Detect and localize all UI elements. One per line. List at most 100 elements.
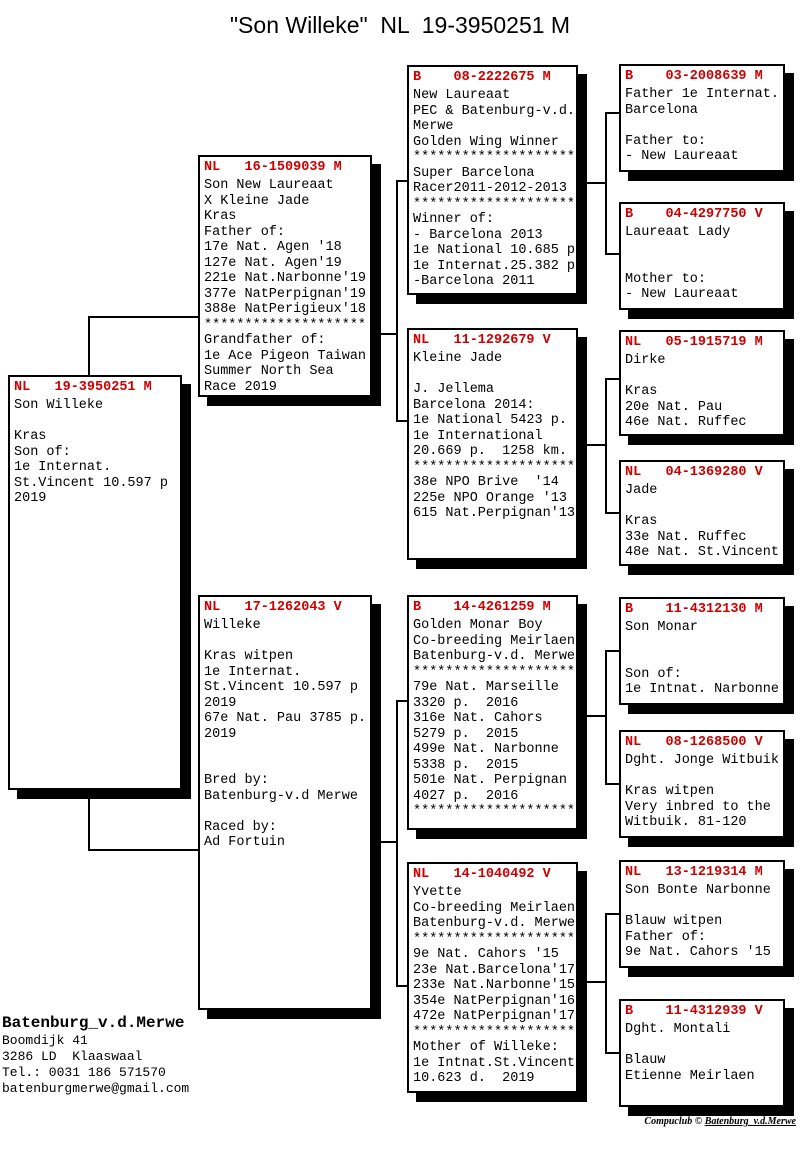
pedigree-text-line: 499e Nat. Narbonne bbox=[413, 742, 559, 757]
connector-line bbox=[396, 985, 409, 987]
connector-line bbox=[578, 981, 607, 983]
connector-line bbox=[605, 1052, 621, 1054]
pedigree-text-line: 1e Internat. bbox=[204, 664, 302, 680]
pedigree-text-line: Father of: bbox=[625, 929, 707, 945]
pedigree-text-line: New Laureaat bbox=[413, 88, 511, 103]
page-title: "Son Willeke" NL 19-3950251 M bbox=[229, 12, 571, 38]
ring-number: NL 16-1509039 M bbox=[204, 160, 342, 175]
pedigree-text-line: ******************** bbox=[413, 459, 576, 475]
ring-number: NL 14-1040492 V bbox=[413, 867, 551, 882]
pedigree-text-line: 127e Nat. Agen'19 bbox=[204, 255, 342, 271]
pedigree-text-line bbox=[621, 651, 783, 667]
pedigree-text-line: ******************** bbox=[413, 1024, 576, 1040]
pedigree-text-line: 2019 bbox=[204, 695, 237, 711]
pedigree-text-line bbox=[200, 634, 370, 650]
pedigree-box-dam-sire-sire: B 11-4312130 M Son Monar Son of:1e Intna… bbox=[619, 597, 785, 705]
pedigree-text-line: Merwe bbox=[413, 119, 454, 134]
pedigree-text-line: St.Vincent 10.597 p bbox=[14, 475, 168, 491]
pedigree-text-line bbox=[200, 804, 370, 820]
pedigree-text-line bbox=[621, 769, 783, 785]
connector-line bbox=[88, 316, 198, 318]
pedigree-text-line: Kras bbox=[625, 514, 658, 529]
pedigree-text-line: Yvette bbox=[413, 885, 462, 900]
pedigree-text-line: Laureaat Lady bbox=[625, 225, 731, 240]
connector-line bbox=[88, 316, 90, 377]
ring-number: NL 08-1268500 V bbox=[625, 735, 763, 750]
pedigree-text-line: 48e Nat. St.Vincent bbox=[625, 545, 779, 560]
pedigree-text-line bbox=[10, 414, 180, 430]
pedigree-text-line bbox=[409, 367, 576, 383]
pedigree-text-line: Co-breeding Meirlaen bbox=[413, 900, 576, 916]
pedigree-text: Father 1e Internat.Barcelona Father to:-… bbox=[621, 87, 783, 165]
pedigree-text-line: 472e NatPerpignan'17 bbox=[413, 1009, 576, 1024]
pedigree-text-line: batenburgmerwe@gmail.com bbox=[2, 1081, 190, 1096]
pedigree-text-line: 3320 p. 2016 bbox=[413, 695, 519, 711]
pedigree-text-line: St.Vincent 10.597 p bbox=[204, 680, 358, 695]
pedigree-text-line: 1e Internat.25.382 p bbox=[413, 258, 576, 274]
pedigree-text-line: Dght. Jonge Witbuik bbox=[625, 753, 779, 768]
pedigree-text-line: ******************** bbox=[413, 931, 576, 947]
pedigree-text-line: Batenburg-v.d. Merwe bbox=[413, 649, 576, 664]
pedigree-text-line bbox=[200, 758, 370, 774]
pedigree-text-line bbox=[621, 1038, 783, 1054]
pedigree-text-line: Son of: bbox=[625, 666, 682, 682]
pedigree-text-line bbox=[621, 256, 783, 272]
footer-credit-prefix: Compuclub © bbox=[644, 1116, 705, 1127]
pedigree-text-line: Blauw bbox=[625, 1053, 666, 1068]
pedigree-text-line: 1e Intnat.St.Vincent bbox=[413, 1055, 576, 1071]
pedigree-text-line: Dght. Montali bbox=[625, 1022, 731, 1037]
pedigree-text-line: 46e Nat. Ruffec bbox=[625, 415, 747, 430]
pedigree-text-line: Very inbred to the bbox=[625, 799, 771, 815]
pedigree-text-line: 221e Nat.Narbonne'19 bbox=[204, 271, 367, 286]
pedigree-text-line: Kleine Jade bbox=[413, 351, 503, 366]
ring-number: NL 05-1915719 M bbox=[625, 335, 763, 350]
connector-line bbox=[605, 913, 607, 1054]
pedigree-text-line: Bred by: bbox=[204, 773, 269, 788]
pedigree-text-line: ******************** bbox=[204, 317, 367, 333]
connector-line bbox=[605, 253, 621, 255]
pedigree-text-line: 20.669 p. 1258 km. bbox=[413, 444, 567, 459]
pedigree-box-sire-sire-sire: B 03-2008639 M Father 1e Internat.Barcel… bbox=[619, 64, 785, 172]
connector-line bbox=[605, 378, 621, 380]
pedigree-text-line: Winner of: bbox=[413, 212, 495, 227]
pedigree-text-line: Super Barcelona bbox=[413, 165, 535, 181]
connector-line bbox=[396, 700, 409, 702]
pedigree-text-line: 79e Nat. Marseille bbox=[413, 680, 559, 695]
pedigree-text-line: Racer2011-2012-2013 bbox=[413, 181, 567, 196]
pedigree-text-line: 225e NPO Orange '13 bbox=[413, 490, 567, 506]
pedigree-text-line bbox=[621, 241, 783, 257]
pedigree-text-line: Kras bbox=[14, 429, 47, 444]
pedigree-text-line: Barcelona bbox=[625, 102, 698, 118]
pedigree-text-line: Barcelona 2014: bbox=[413, 397, 535, 413]
pedigree-text-line: 615 Nat.Perpignan'13 bbox=[413, 506, 576, 521]
pedigree-text-line: 233e Nat.Narbonne'15 bbox=[413, 978, 576, 993]
pedigree-text-line: 67e Nat. Pau 3785 p. bbox=[204, 711, 367, 726]
connector-line bbox=[396, 420, 409, 422]
ring-number: NL 19-3950251 M bbox=[14, 380, 152, 395]
pedigree-text-line: Witbuik. 81-120 bbox=[625, 815, 747, 830]
pedigree-text-line: Batenburg-v.d. Merwe bbox=[413, 916, 576, 931]
pedigree-text-line: Golden Monar Boy bbox=[413, 618, 543, 633]
pedigree-text-line: Son Bonte Narbonne bbox=[625, 883, 771, 898]
connector-line bbox=[371, 841, 398, 843]
connector-line bbox=[605, 650, 607, 785]
pedigree-text-line: Race 2019 bbox=[204, 379, 277, 395]
pedigree-box-dam-dam-sire: NL 13-1219314 M Son Bonte Narbonne Blauw… bbox=[619, 860, 785, 968]
pedigree-text-line: Son of: bbox=[14, 444, 71, 460]
pedigree-text: Laureaat Lady Mother to:- New Laureaat bbox=[621, 225, 783, 303]
pedigree-text-line: 388e NatPerigieux'18 bbox=[204, 302, 367, 317]
ring-number: B 11-4312939 V bbox=[625, 1004, 763, 1019]
connector-line bbox=[605, 913, 621, 915]
connector-line bbox=[605, 112, 621, 114]
pedigree-text-line: Batenburg-v.d Merwe bbox=[204, 788, 358, 804]
